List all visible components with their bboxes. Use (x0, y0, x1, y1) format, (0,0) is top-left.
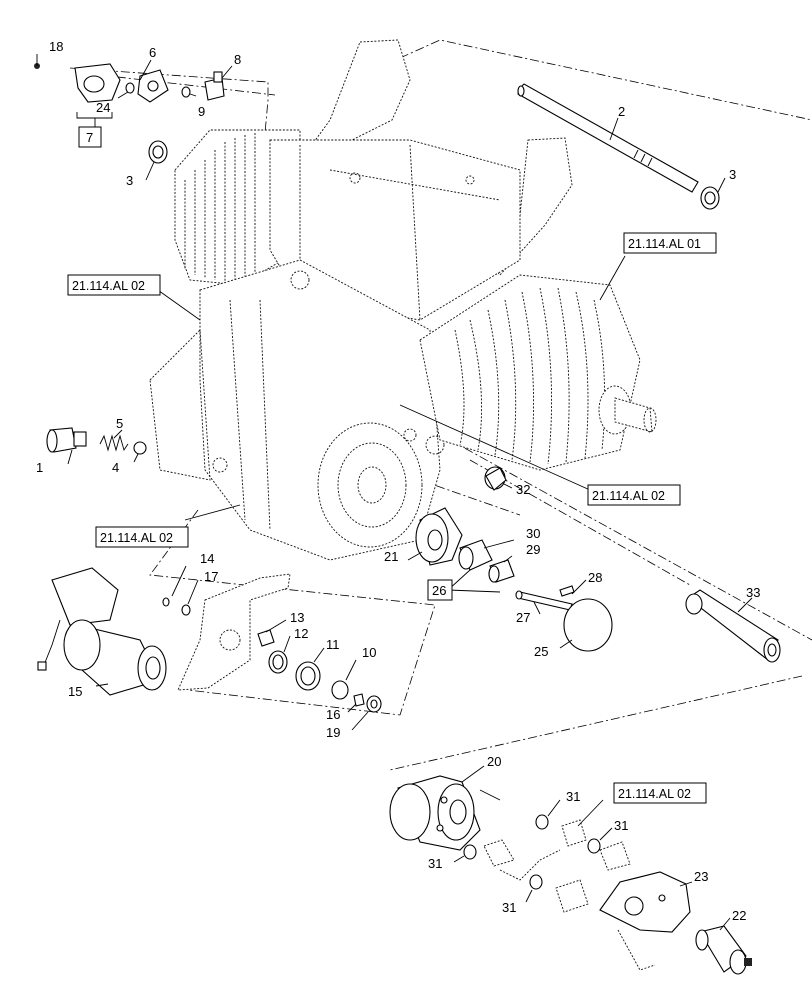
callout-23: 23 (694, 869, 708, 884)
part-33-sleeve (685, 589, 781, 663)
part-22-sensor (695, 925, 752, 975)
part-29-coupler (488, 559, 515, 583)
callout-5: 5 (116, 416, 123, 431)
gearbox-housing (149, 39, 657, 561)
part-31-oring-b (587, 838, 601, 854)
boxed-callout-7: 7 (78, 126, 102, 148)
callout-10: 10 (362, 645, 376, 660)
callout-31-a: 31 (566, 789, 580, 804)
part-9-oring (181, 86, 191, 98)
callout-21: 21 (384, 549, 398, 564)
part-13-fitting (257, 629, 275, 647)
svg-text:21.114.AL 02: 21.114.AL 02 (592, 489, 665, 503)
reference-label-4: 21.114.AL 02 (95, 526, 189, 548)
callout-15: 15 (68, 684, 82, 699)
part-8-fitting (204, 71, 225, 101)
callout-12: 12 (294, 626, 308, 641)
part-31-oring-d (529, 874, 543, 890)
callout-25: 25 (534, 644, 548, 659)
callout-3-left: 3 (126, 173, 133, 188)
part-21-clutch-housing (415, 507, 463, 566)
part-20-pump-housing (389, 775, 481, 851)
callout-18: 18 (49, 39, 63, 54)
grouping-lines (69, 39, 812, 771)
reference-label-1: 21.114.AL 01 (623, 232, 717, 254)
svg-text:21.114.AL 01: 21.114.AL 01 (628, 237, 701, 251)
callout-4: 4 (112, 460, 119, 475)
part-19-bushing (366, 695, 382, 713)
reference-label-5: 21.114.AL 02 (613, 782, 707, 804)
callout-13: 13 (290, 610, 304, 625)
finned-housing-left (174, 129, 301, 286)
part-31-oring-a (535, 814, 549, 830)
part-6-cover-plate (74, 63, 169, 103)
callout-31-c: 31 (428, 856, 442, 871)
reference-label-3: 21.114.AL 02 (587, 484, 681, 506)
callout-31-b: 31 (614, 818, 628, 833)
part-3-seal-right (700, 186, 720, 210)
part-32-bushing (484, 466, 507, 491)
callout-28: 28 (588, 570, 602, 585)
callout-24: 24 (96, 100, 110, 115)
callout-30: 30 (526, 526, 540, 541)
svg-text:21.114.AL 02: 21.114.AL 02 (618, 787, 691, 801)
part-31-oring-c (463, 844, 477, 860)
part-17-washer (181, 604, 191, 616)
part-3-seal-left (148, 140, 168, 164)
part-11-ring (295, 661, 321, 691)
callout-3-right: 3 (729, 167, 736, 182)
callout-27: 27 (516, 610, 530, 625)
callout-32: 32 (516, 482, 530, 497)
part-15-motor (37, 567, 167, 696)
part-14-bolt (162, 597, 170, 607)
callout-numbers: 18 6 8 9 24 3 2 3 5 1 4 32 30 21 29 28 2… (36, 39, 760, 923)
leader-lines (67, 59, 753, 931)
motor-mounting-bracket (177, 573, 291, 691)
svg-text:21.114.AL 02: 21.114.AL 02 (72, 279, 145, 293)
part-12-ring (268, 650, 288, 674)
part-30-coupler (458, 539, 493, 571)
callout-6: 6 (149, 45, 156, 60)
part-2-shaft (517, 83, 699, 193)
part-28-key (559, 585, 575, 597)
part-4-ball (133, 441, 147, 455)
pump-couplers (483, 819, 631, 913)
svg-text:21.114.AL 02: 21.114.AL 02 (100, 531, 173, 545)
svg-text:7: 7 (86, 130, 93, 145)
callout-16: 16 (326, 707, 340, 722)
svg-text:26: 26 (432, 583, 446, 598)
callout-1: 1 (36, 460, 43, 475)
housing-top (269, 139, 521, 321)
callout-33: 33 (746, 585, 760, 600)
callout-17: 17 (204, 569, 218, 584)
callout-14: 14 (200, 551, 214, 566)
finned-housing-right (419, 274, 641, 471)
callout-8: 8 (234, 52, 241, 67)
part-1-plug (46, 427, 87, 453)
callout-20: 20 (487, 754, 501, 769)
callout-31-d: 31 (502, 900, 516, 915)
reference-label-2: 21.114.AL 02 (67, 274, 161, 296)
part-18-bolt (34, 54, 40, 69)
boxed-callout-26: 26 (427, 579, 453, 601)
part-25-oring (563, 598, 613, 652)
part-10-ring (331, 680, 349, 700)
callout-2: 2 (618, 104, 625, 119)
callout-9: 9 (198, 104, 205, 119)
part-24-oring (125, 82, 135, 94)
callout-29: 29 (526, 542, 540, 557)
callout-11: 11 (326, 637, 340, 652)
part-16-pin (353, 693, 365, 707)
part-23-guard (599, 871, 691, 971)
callout-22: 22 (732, 908, 746, 923)
part-5-spring (99, 434, 129, 452)
callout-19: 19 (326, 725, 340, 740)
